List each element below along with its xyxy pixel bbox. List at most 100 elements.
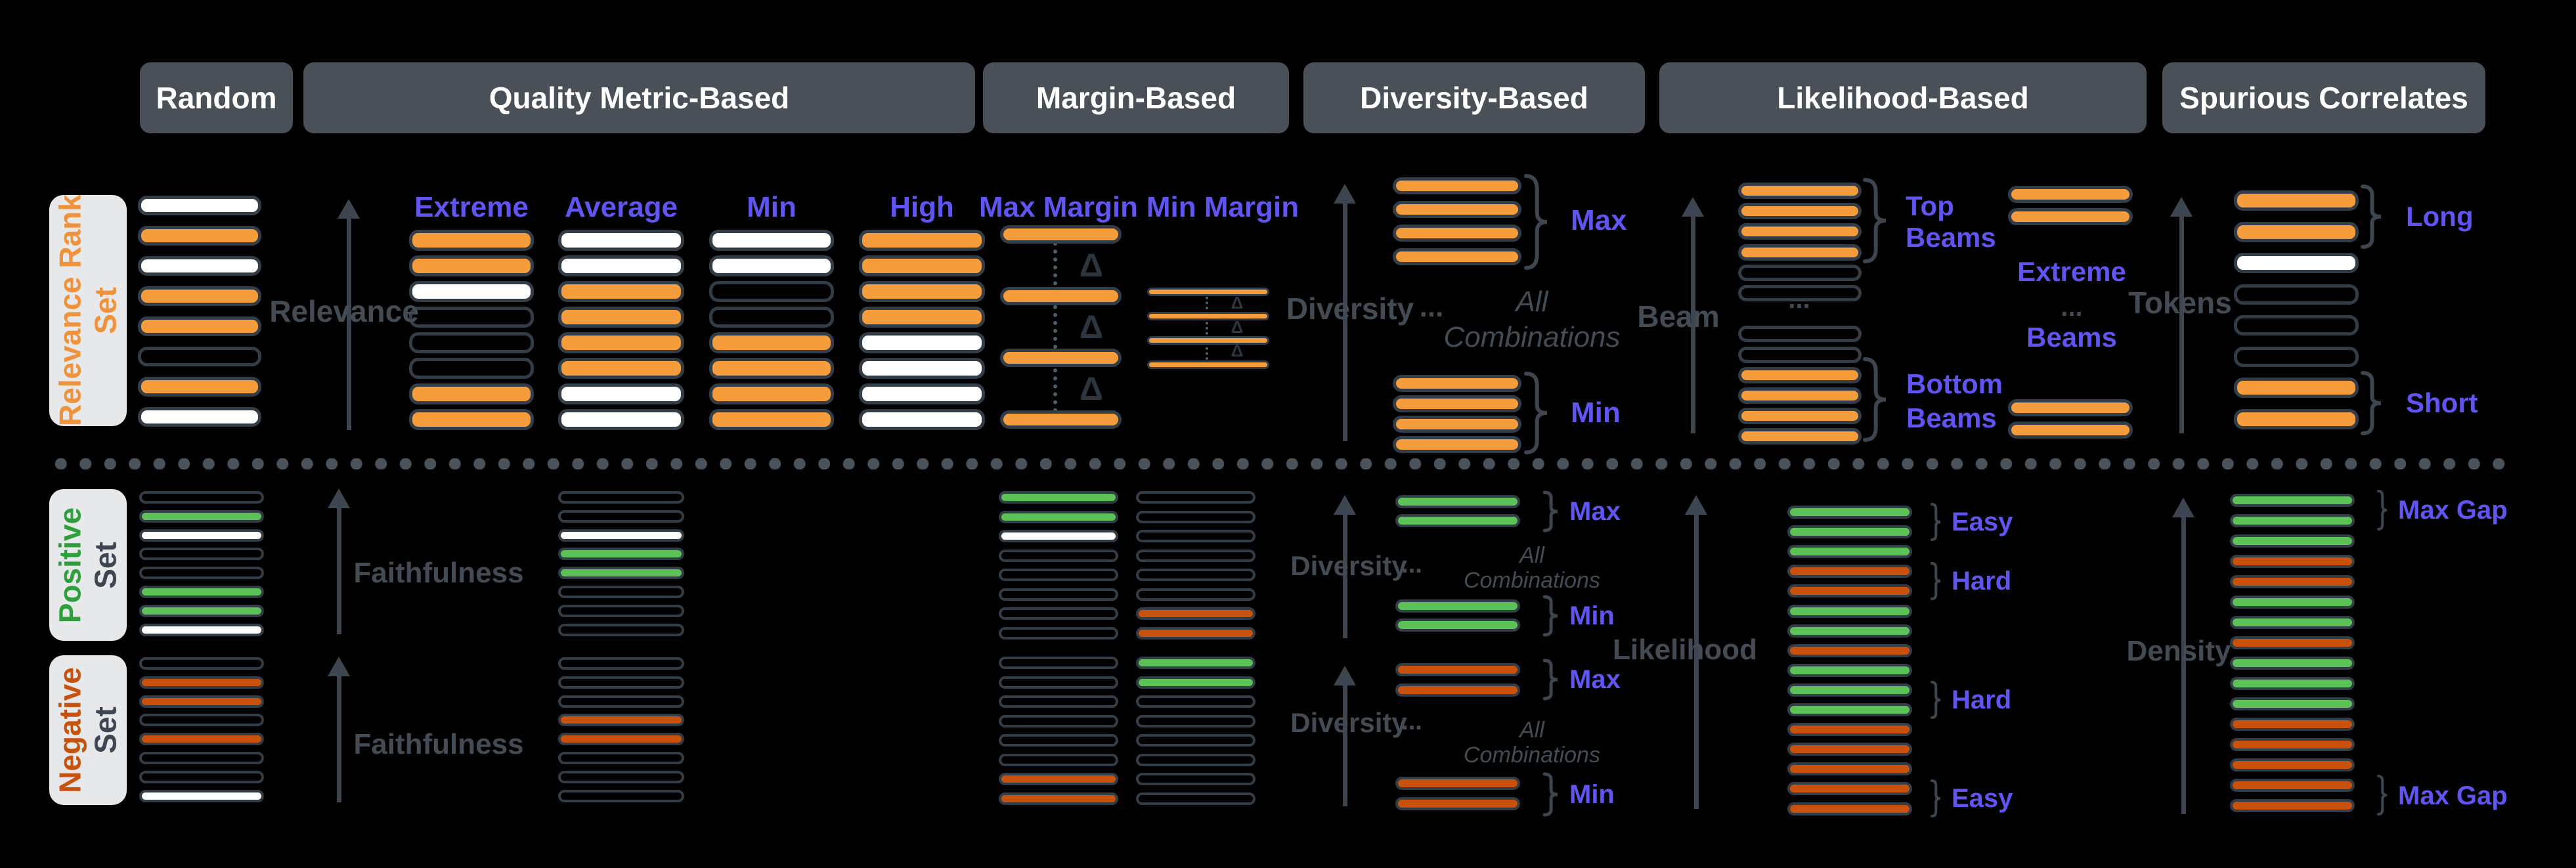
bar-density-column-12 [2230, 738, 2355, 751]
bar-tokens-column-5 [2234, 346, 2359, 367]
bar-quality-extreme-3 [409, 307, 534, 328]
bar-max-margin-positive-5 [999, 588, 1118, 601]
bar-quality-average-4 [558, 332, 684, 353]
brace-div-pos-min [1542, 595, 1558, 637]
bar-quality-positive-6 [558, 604, 684, 617]
bar-quality-high-3 [859, 307, 985, 328]
bar-quality-min-7 [709, 409, 834, 430]
bar-quality-average-0 [558, 230, 684, 251]
label-high: High [890, 191, 954, 223]
brace-hard-bottom [1931, 681, 1941, 719]
bar-quality-high-7 [859, 409, 985, 430]
bar-density-column-11 [2230, 718, 2355, 731]
label-top-beams-1: Top [1906, 190, 1954, 221]
faithfulness-positive-axis-head [328, 488, 350, 508]
faithfulness-negative-axis-line [336, 671, 341, 802]
bar-max-margin-negative-7 [999, 792, 1118, 805]
bar-density-column-2 [2230, 534, 2355, 548]
bar-likelihood-column-9 [1787, 683, 1912, 697]
bar-quality-negative-6 [558, 770, 684, 783]
bar-likelihood-column-2 [1787, 545, 1912, 559]
min-margin-delta-line [1206, 292, 1208, 365]
label-extreme: Extreme [414, 191, 529, 223]
bar-quality-min-0 [709, 230, 834, 251]
bar-quality-average-7 [558, 409, 684, 430]
bar-quality-positive-1 [558, 510, 684, 523]
bar-random-top-0 [138, 196, 261, 215]
bar-max-margin-negative-1 [999, 676, 1118, 689]
bar-likelihood-column-1 [1787, 525, 1912, 539]
bar-quality-average-5 [558, 358, 684, 379]
label-top-beams-2: Beams [1906, 222, 1996, 253]
bar-beam-column-9 [1738, 366, 1862, 383]
faithfulness-positive-axis-line [336, 503, 341, 634]
header-quality-metric-based: Quality Metric-Based [303, 62, 975, 133]
diversity-positive-axis-line [1342, 510, 1347, 638]
bar-min-margin-2 [1147, 336, 1269, 345]
header-diversity-based: Diversity-Based [1303, 62, 1645, 133]
label-all-combinations-top-2: Combinations [1443, 321, 1621, 353]
bar-diversity-top-max-0 [1393, 177, 1521, 194]
bar-likelihood-column-10 [1787, 703, 1912, 716]
bar-min-margin-positive-6 [1136, 607, 1255, 620]
bar-min-margin-positive-1 [1136, 510, 1255, 523]
bar-quality-negative-7 [558, 789, 684, 802]
bar-max-margin-negative-4 [999, 734, 1118, 747]
relevance-axis-line [346, 213, 351, 430]
bar-beam-column-12 [1738, 428, 1862, 445]
bar-min-margin-3 [1147, 360, 1269, 369]
bar-quality-negative-2 [558, 695, 684, 708]
bar-max-margin-0 [1000, 225, 1122, 244]
bar-quality-extreme-4 [409, 332, 534, 353]
bar-negative-random-4 [139, 733, 264, 746]
label-easy-top: Easy [1952, 508, 2013, 536]
bar-quality-high-6 [859, 383, 985, 404]
bar-density-column-10 [2230, 697, 2355, 710]
bar-beam-column-3 [1738, 244, 1862, 261]
label-max-gap-top: Max Gap [2398, 496, 2508, 525]
bar-negative-random-0 [139, 657, 264, 670]
bar-min-margin-0 [1147, 288, 1269, 296]
bar-density-column-13 [2230, 758, 2355, 771]
bar-positive-random-6 [139, 604, 264, 617]
label-long: Long [2406, 201, 2474, 232]
row-label-negative-set: Negative Set [49, 655, 127, 805]
bar-quality-extreme-2 [409, 281, 534, 302]
diversity-positive-axis-head [1334, 495, 1356, 515]
bar-quality-high-5 [859, 358, 985, 379]
density-axis-line [2181, 512, 2186, 814]
row-label-relevance-rank-set-text: Relevance Rank Set [53, 194, 124, 426]
bar-diversity-top-min-3 [1393, 436, 1521, 453]
bar-positive-random-0 [139, 491, 264, 504]
bar-positive-random-1 [139, 510, 264, 523]
row-label-line2: Set [89, 706, 123, 754]
label-faithfulness-negative: Faithfulness [353, 728, 524, 760]
row-label-positive-set: Positive Set [49, 489, 127, 641]
bar-max-margin-negative-5 [999, 753, 1118, 766]
bar-quality-negative-1 [558, 676, 684, 689]
label-div-pos-min: Min [1569, 601, 1615, 630]
bar-negative-random-2 [139, 695, 264, 708]
bar-likelihood-column-12 [1787, 743, 1912, 756]
bar-quality-high-4 [859, 332, 985, 353]
bar-quality-positive-7 [558, 623, 684, 636]
dotted-divider [49, 458, 2515, 469]
beam-axis-line [1690, 211, 1695, 433]
ellipsis-beam-column: ... [1788, 285, 1810, 314]
bar-quality-extreme-1 [409, 255, 534, 276]
bar-max-margin-negative-6 [999, 773, 1118, 785]
bar-diversity-top-max-1 [1393, 201, 1521, 218]
tokens-axis-line [2179, 211, 2184, 433]
bar-negative-random-6 [139, 770, 264, 783]
bar-beam-column-7 [1738, 326, 1862, 343]
bar-likelihood-column-13 [1787, 762, 1912, 776]
bar-min-margin-negative-6 [1136, 773, 1255, 785]
delta-max-margin-3: Δ [1080, 370, 1103, 407]
label-min-margin: Min Margin [1146, 191, 1299, 223]
faithfulness-negative-axis-head [328, 657, 350, 676]
label-extreme-beams-1: Extreme [2017, 256, 2126, 287]
header-margin-based: Margin-Based [983, 62, 1289, 133]
bar-tokens-column-1 [2234, 221, 2359, 242]
bar-density-column-3 [2230, 555, 2355, 568]
bar-diversity-negative-max-1 [1395, 684, 1520, 697]
